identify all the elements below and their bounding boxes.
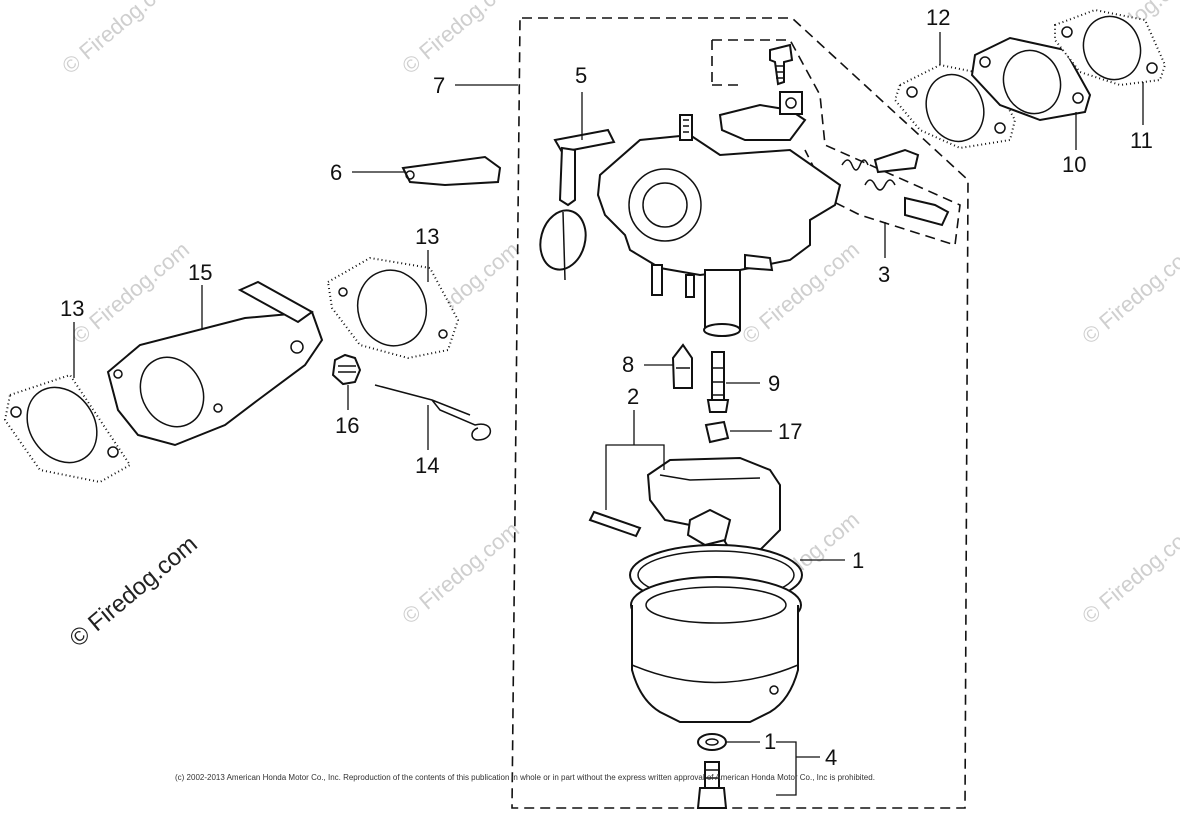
- callout-5: 5: [575, 63, 587, 88]
- float-2: [588, 456, 781, 551]
- carburetor-body: [596, 91, 842, 337]
- main-nozzle-9: [706, 351, 730, 413]
- drain-bolt-4: [696, 761, 728, 809]
- gasket-13-mid: [326, 256, 460, 360]
- watermark: © Firedog.com: [1077, 517, 1180, 629]
- callout-12: 12: [926, 5, 950, 30]
- watermark: © Firedog.com: [57, 0, 184, 79]
- callout-8: 8: [622, 352, 634, 377]
- screw-top: [769, 43, 794, 86]
- callout-1-ring: 1: [852, 548, 864, 573]
- watermark: © Firedog.com: [1077, 237, 1180, 349]
- callout-labels: 7 5 6 3 12 10 11 13 13 15 16 14 8 9 17 2…: [60, 5, 1153, 770]
- watermark: © Firedog.com: [67, 237, 194, 349]
- choke-shaft-5: [539, 128, 616, 281]
- callout-13-left: 13: [60, 296, 84, 321]
- callout-14: 14: [415, 453, 439, 478]
- nut-16: [331, 353, 362, 386]
- callout-4: 4: [825, 745, 837, 770]
- watermark: © Firedog.com: [397, 517, 524, 629]
- callout-10: 10: [1062, 152, 1086, 177]
- watermark: © Firedog.com: [397, 0, 524, 79]
- callout-11: 11: [1130, 128, 1153, 153]
- pilot-screw-3: [841, 148, 950, 227]
- watermark-prominent: © Firedog.com: [65, 531, 203, 653]
- callout-17: 17: [778, 419, 802, 444]
- callout-7: 7: [433, 73, 445, 98]
- leader-lines: [73, 32, 1144, 796]
- spacer-10: [970, 36, 1092, 122]
- gasket-13-left: [3, 373, 132, 484]
- copyright-notice: (c) 2002-2013 American Honda Motor Co., …: [175, 773, 875, 782]
- callout-15: 15: [188, 260, 212, 285]
- callout-3: 3: [878, 262, 890, 287]
- main-jet-17: [704, 420, 730, 444]
- callout-1-washer: 1: [764, 729, 776, 754]
- callout-2: 2: [627, 384, 639, 409]
- callout-13-mid: 13: [415, 224, 439, 249]
- float-bowl: [630, 576, 802, 723]
- assembly-boundary-7: [511, 17, 969, 809]
- washer-1: [697, 733, 727, 751]
- spring-14: [374, 384, 492, 441]
- callout-6: 6: [330, 160, 342, 185]
- callout-16: 16: [335, 413, 359, 438]
- gasket-11: [1054, 8, 1167, 87]
- choke-arm-6: [401, 155, 502, 187]
- callout-9: 9: [768, 371, 780, 396]
- heat-shield-15: [106, 280, 324, 447]
- float-valve-8: [671, 343, 693, 389]
